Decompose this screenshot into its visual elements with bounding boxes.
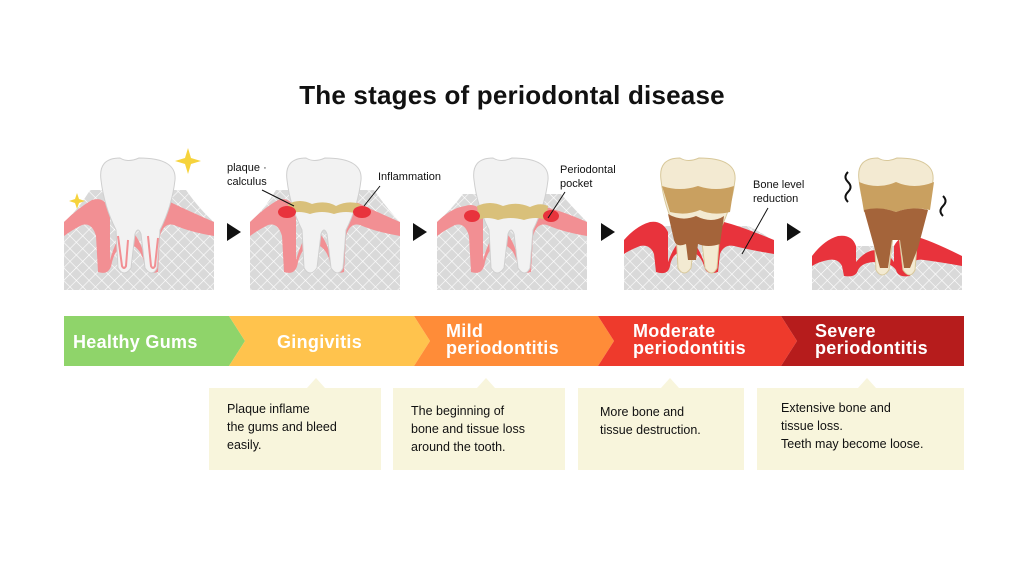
svg-text:Bone level: Bone level [753,179,804,191]
svg-text:pocket: pocket [560,178,592,190]
svg-text:Inflammation: Inflammation [378,171,441,183]
stage-chevron-moderate [598,316,797,366]
periodontal-pocket-label: Periodontal pocket [547,164,616,219]
gingivitis-tooth-illustration [250,157,400,290]
bone-level-reduction-label: Bone level reduction [741,179,804,255]
mild-periodontitis-tooth-illustration [437,157,587,290]
arrow-right-icon [227,223,241,241]
sparkle-icon [175,148,201,174]
inflammation-label: Inflammation [363,171,441,207]
sparkle-icon [69,193,85,209]
stage-label-mild: Mild periodontitis [446,321,559,358]
stage-label-severe: Severe periodontitis [815,321,928,358]
stage-chevron-mild [414,316,614,366]
note-moderate: More bone and tissue destruction. [578,378,744,470]
svg-text:calculus: calculus [227,176,267,188]
note-mild: The beginning of bone and tissue loss ar… [393,378,565,470]
healthy-tooth-illustration [64,157,214,290]
stage-chevron-gingivitis [229,316,430,366]
stage-progress-bar [64,316,964,366]
note-severe: Extensive bone and tissue loss. Teeth ma… [757,378,964,470]
arrow-right-icon [787,223,801,241]
stage-label-moderate: Moderate periodontitis [633,321,746,358]
moderate-periodontitis-tooth-illustration [624,157,774,290]
page-title: The stages of periodontal disease [299,80,725,110]
arrow-right-icon [413,223,427,241]
stage-chevron-healthy [64,316,245,366]
stage-chevron-severe [781,316,964,366]
svg-text:Periodontal: Periodontal [560,164,616,176]
stage-label-gingivitis: Gingivitis [277,332,363,352]
wobble-icon [939,195,947,217]
wobble-icon [844,171,852,203]
plaque-calculus-label: plaque · calculus [227,162,295,207]
stage-label-healthy: Healthy Gums [73,332,198,352]
svg-text:plaque ·: plaque · [227,162,267,174]
arrow-right-icon [601,223,615,241]
stage-illustrations: plaque · calculus Inflammation Periodont… [64,148,962,290]
severe-periodontitis-tooth-illustration [812,157,962,290]
note-gingivitis: Plaque inflame the gums and bleed easily… [209,378,381,470]
svg-text:reduction: reduction [753,193,798,205]
